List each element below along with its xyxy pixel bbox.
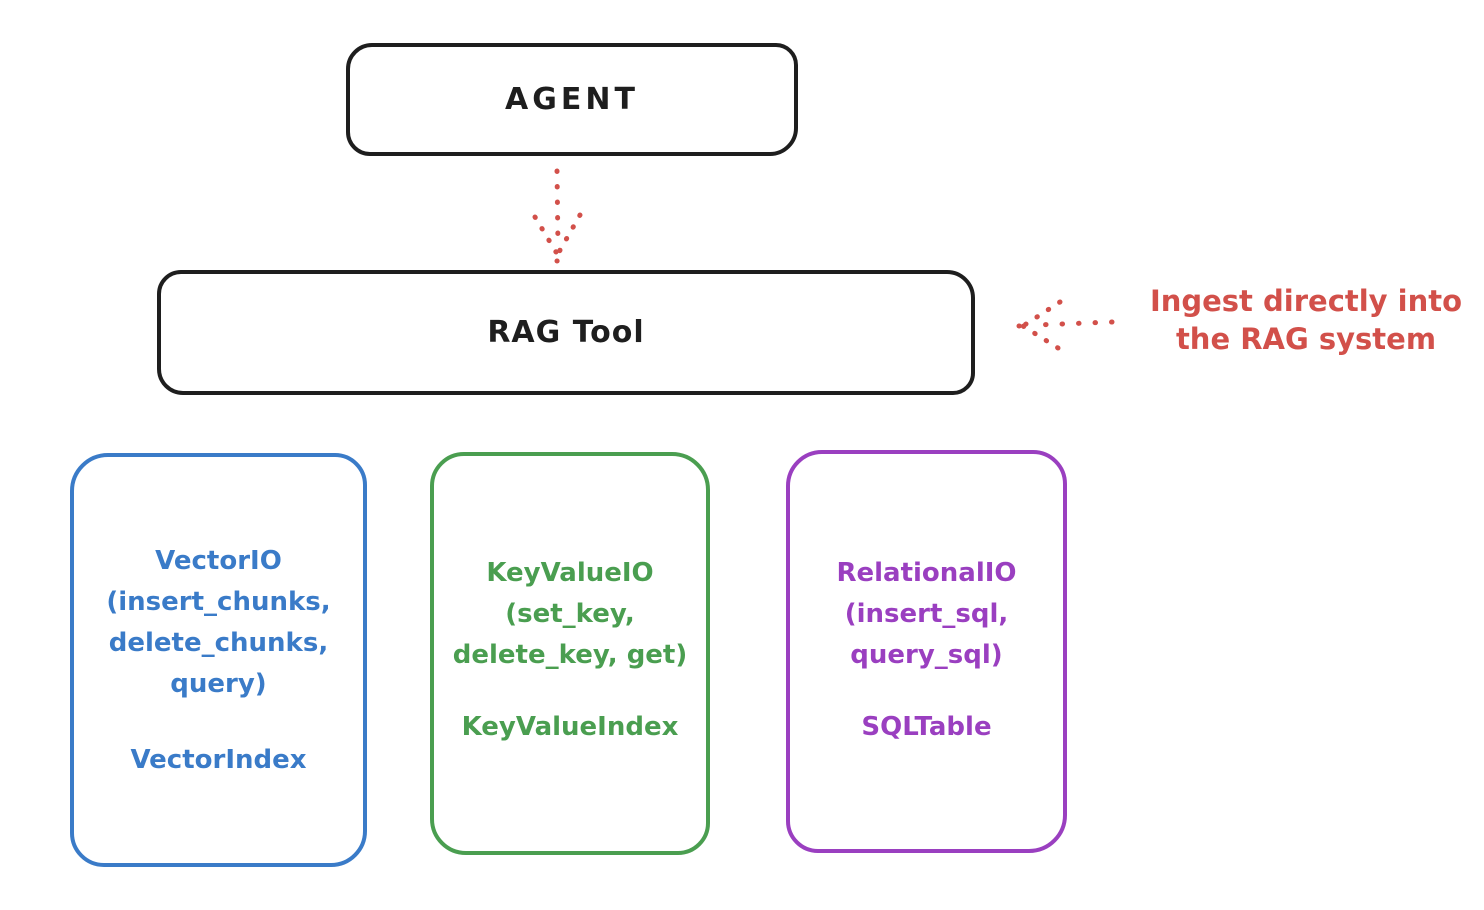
agent-to-rag-arrow [532, 168, 583, 264]
vectorindex-label: VectorIndex [130, 745, 307, 775]
vectorio-node: VectorIO (insert_chunks, delete_chunks, … [70, 453, 367, 867]
keyvalueindex-label: KeyValueIndex [461, 712, 679, 742]
agent-node: AGENT [346, 43, 798, 156]
keyvalueio-label: KeyValueIO (set_key, delete_key, get) [452, 558, 688, 670]
ingest-arrow [1016, 299, 1115, 351]
keyvalueio-node: KeyValueIO (set_key, delete_key, get) Ke… [430, 452, 710, 855]
rag-tool-node: RAG Tool [157, 270, 975, 395]
ingest-annotation: Ingest directly into the RAG system [1149, 284, 1463, 356]
rag-tool-label: RAG Tool [487, 315, 645, 350]
vectorio-label: VectorIO (insert_chunks, delete_chunks, … [106, 546, 331, 699]
relationalio-label: RelationalIO (insert_sql, query_sql) [836, 558, 1017, 670]
sqltable-label: SQLTable [861, 712, 992, 742]
relationalio-node: RelationalIO (insert_sql, query_sql) SQL… [786, 450, 1067, 853]
agent-label: AGENT [505, 82, 639, 117]
